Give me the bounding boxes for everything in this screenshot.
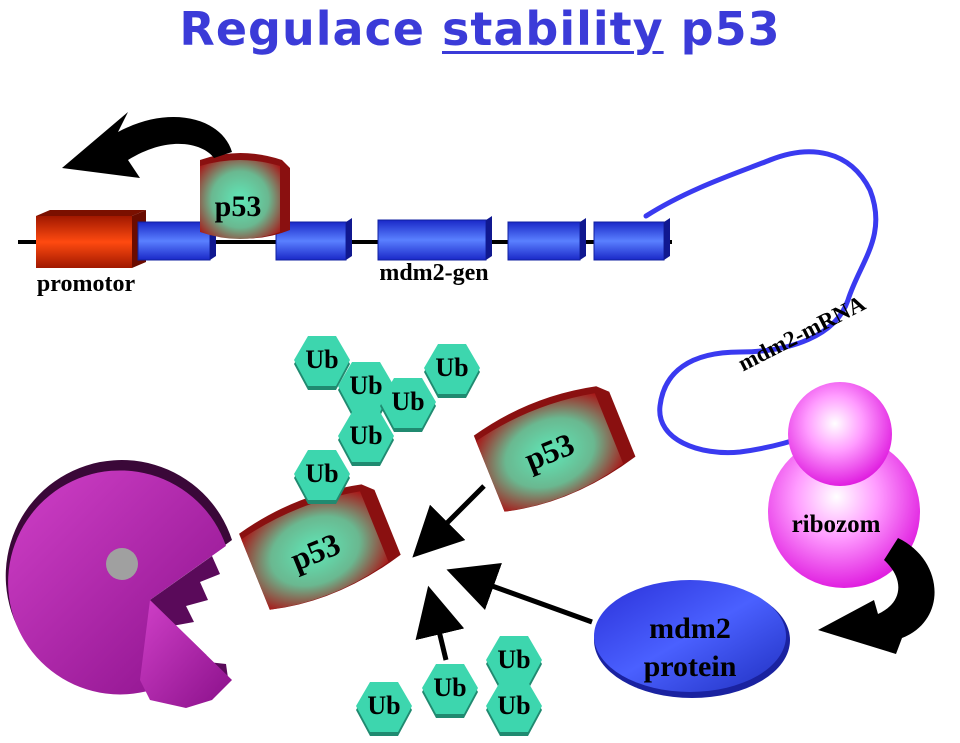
protein-label-line1: mdm2 [649, 612, 731, 645]
ub-hexagon: Ub [294, 336, 350, 390]
protein-label-line2: protein [644, 650, 737, 683]
svg-text:Ub: Ub [305, 345, 338, 374]
promotor-label: promotor [37, 271, 136, 297]
title-part-1: Regulace [179, 2, 425, 56]
p53-free: p53 [473, 386, 636, 512]
p53-target: p53 [239, 484, 401, 610]
ribosome-label: ribozom [792, 511, 881, 538]
ub-hexagon: Ub [356, 682, 412, 736]
ub-hexagon: Ub [338, 362, 394, 416]
mrna-label: mdm2-mRNA [734, 290, 870, 376]
svg-text:Ub: Ub [305, 459, 338, 488]
exon-5 [593, 218, 670, 261]
feedback-arrow-icon [62, 112, 232, 178]
ub-hexagon: Ub [424, 344, 480, 398]
ub-cluster-lower: Ub Ub Ub Ub [356, 636, 542, 736]
eye-icon [106, 548, 138, 580]
svg-text:Ub: Ub [497, 645, 530, 674]
exon-4 [507, 218, 586, 261]
proteasome [5, 460, 236, 708]
ribosome: ribozom [768, 382, 920, 588]
ub-hexagon: Ub [422, 664, 478, 718]
translation-arrow-icon [818, 538, 935, 654]
ub-hexagon: Ub [486, 636, 542, 690]
svg-text:Ub: Ub [433, 673, 466, 702]
p53-on-gene: p53 [200, 153, 290, 239]
ub-chain-upper: Ub Ub Ub Ub Ub [294, 336, 480, 504]
mrna-strand [643, 149, 879, 456]
gene-label: mdm2-gen [379, 260, 488, 286]
ub-hexagon: Ub [338, 412, 394, 466]
p53-on-gene-label: p53 [215, 190, 262, 223]
title-part-3: p53 [680, 2, 781, 56]
svg-text:Ub: Ub [435, 353, 468, 382]
title-part-2: stability [442, 2, 664, 56]
arrow-protein-to-center [446, 562, 593, 625]
svg-text:Ub: Ub [349, 371, 382, 400]
arrow-p53-to-center [412, 484, 486, 558]
ub-hexagon: Ub [380, 378, 436, 432]
ub-hexagon: Ub [486, 682, 542, 736]
svg-text:Ub: Ub [367, 691, 400, 720]
ub-hexagon: Ub [294, 450, 350, 504]
svg-text:Ub: Ub [349, 421, 382, 450]
mdm2-protein: mdm2 protein [594, 580, 790, 698]
page-title: Regulace stability p53 [0, 2, 960, 56]
svg-text:Ub: Ub [391, 387, 424, 416]
promotor-box [36, 210, 146, 268]
svg-text:Ub: Ub [497, 691, 530, 720]
arrow-ub-to-center [415, 585, 465, 661]
exon-3 [377, 216, 492, 261]
